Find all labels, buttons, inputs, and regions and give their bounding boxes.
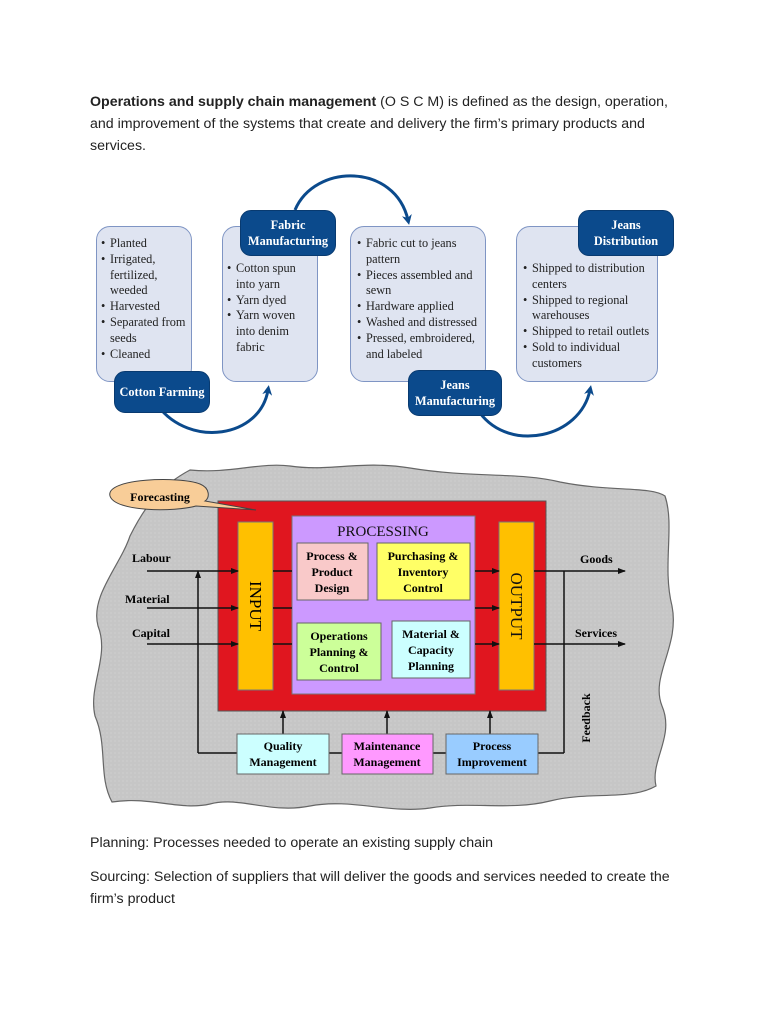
- definition-sourcing: Sourcing: Selection of suppliers that wi…: [90, 869, 670, 907]
- intro-text: (O S C M) is defined as the design, oper…: [90, 94, 668, 154]
- stage-item: Shipped to regional warehouses: [523, 293, 653, 325]
- stage-item: Yarn dyed: [227, 293, 313, 309]
- input-capital: Capital: [132, 626, 171, 640]
- box-operations-planning: [296, 622, 382, 681]
- arrow-fabric-to-jeans: [293, 174, 412, 225]
- stage-label-cotton-farming: Cotton Farming: [114, 371, 210, 413]
- stage-item: Harvested: [101, 299, 187, 315]
- stage-label-fabric-manufacturing: Fabric Manufacturing: [240, 210, 336, 256]
- supply-chain-figure: Planted Irrigated, fertilized, weeded Ha…: [90, 168, 680, 443]
- intro-bold-term: Operations and supply chain management: [90, 94, 377, 110]
- arrow-farming-to-fabric: [156, 385, 273, 434]
- stage-label-jeans-manufacturing: Jeans Manufacturing: [408, 370, 502, 416]
- feedback-label: Feedback: [579, 693, 593, 743]
- stage-box-jeans-manufacturing: Fabric cut to jeans pattern Pieces assem…: [350, 226, 486, 382]
- input-material: Material: [125, 592, 170, 606]
- stage-box-cotton-farming: Planted Irrigated, fertilized, weeded Ha…: [96, 226, 192, 382]
- operations-system-figure: Forecasting INPUT PROCESSING Process &Pr…: [90, 456, 680, 820]
- stage-item: Pressed, embroidered, and labeled: [357, 331, 481, 363]
- box-quality-management: [236, 733, 330, 775]
- output-block: [498, 521, 535, 691]
- processing-title: PROCESSING: [337, 524, 429, 540]
- stage-item: Cleaned: [101, 347, 187, 363]
- stage-item: Hardware applied: [357, 299, 481, 315]
- output-goods: Goods: [580, 552, 613, 566]
- flow-arrows: [156, 174, 594, 438]
- input-block: [237, 521, 274, 691]
- stage-item: Yarn woven into denim fabric: [227, 308, 313, 355]
- input-labour: Labour: [132, 551, 171, 565]
- forecasting-label: Forecasting: [130, 490, 190, 504]
- box-material-capacity: [391, 620, 471, 679]
- stage-item: Planted: [101, 236, 187, 252]
- input-label: INPUT: [246, 581, 265, 632]
- stage-item: Shipped to retail outlets: [523, 324, 653, 340]
- intro-paragraph: Operations and supply chain management (…: [90, 91, 690, 157]
- output-label: OUTPUT: [507, 572, 526, 640]
- arrow-jeans-to-distribution: [478, 385, 594, 438]
- stage-item: Separated from seeds: [101, 315, 187, 347]
- definition-planning: Planning: Processes needed to operate an…: [90, 835, 494, 851]
- stage-item: Irrigated, fertilized, weeded: [101, 252, 187, 299]
- output-services: Services: [575, 626, 617, 640]
- stage-item: Sold to individual customers: [523, 340, 653, 372]
- box-process-product-design: [296, 542, 369, 601]
- input-arrows: [147, 568, 626, 754]
- box-maintenance-management: [341, 733, 434, 775]
- stage-item: Shipped to distribution centers: [523, 261, 653, 293]
- stage-item: Washed and distressed: [357, 315, 481, 331]
- forecasting-callout: [109, 479, 257, 511]
- stage-item: Fabric cut to jeans pattern: [357, 236, 481, 268]
- operations-diagram: Forecasting INPUT PROCESSING Process &Pr…: [93, 464, 674, 810]
- box-process-improvement: [445, 733, 539, 775]
- stage-item: Cotton spun into yarn: [227, 261, 313, 293]
- box-purchasing-inventory: [376, 542, 471, 601]
- stage-item: Pieces assembled and sewn: [357, 268, 481, 300]
- stage-label-jeans-distribution: Jeans Distribution: [578, 210, 674, 256]
